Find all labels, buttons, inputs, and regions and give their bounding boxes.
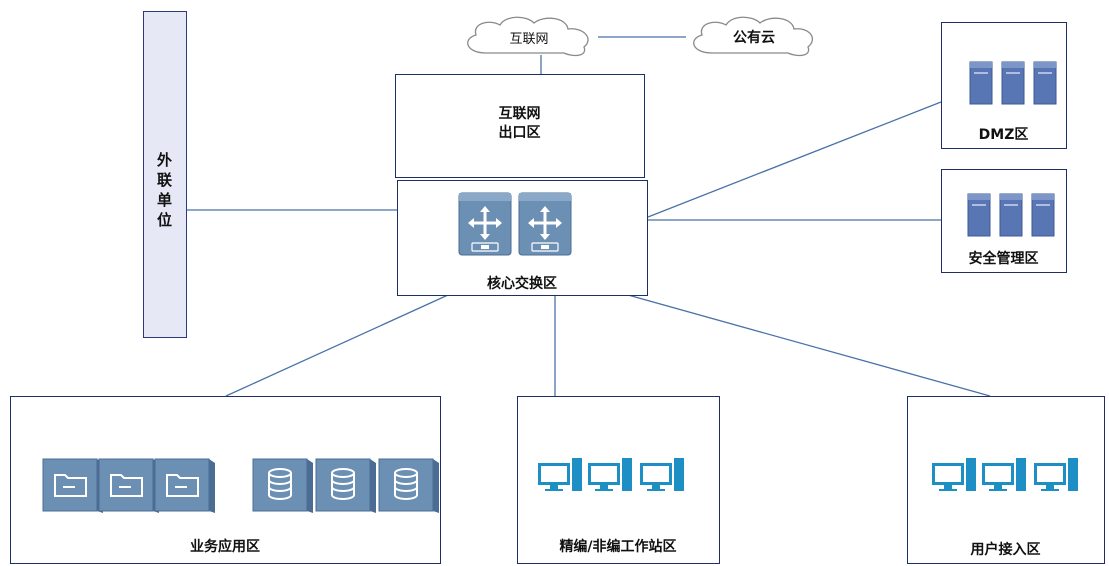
file-server-icon [41,455,105,517]
link-core-dmz [647,101,942,218]
rack-server-icon [968,58,1064,112]
link-core-business [225,294,449,397]
user-access-label: 用户接入区 [970,542,1041,558]
business-app-zone: 业务应用区 [10,396,441,564]
external-unit-zone: 外 联 单 位 [143,11,187,338]
rack-server-icon [966,190,1062,244]
core-switch-label: 核心交换区 [487,276,557,292]
security-mgmt-label: 安全管理区 [968,251,1039,267]
business-app-label: 业务应用区 [190,539,260,555]
internet-cloud: 互联网 [456,13,602,59]
editing-workstation-zone: 精编/非编工作站区 [517,396,720,564]
internet-exit-label: 互联网 出口区 [498,106,541,141]
dmz-zone: DMZ区 [941,22,1067,149]
external-unit-label: 外 联 单 位 [156,151,172,229]
cloud-icon [467,16,589,57]
internet-cloud-label: 互联网 [509,32,549,47]
dmz-label: DMZ区 [978,127,1029,143]
desktop-computer-icon [932,457,1096,497]
database-server-icon [251,455,315,517]
layer3-switch-icon [518,192,574,262]
link-core-user [627,294,991,397]
database-server-icon [377,455,441,517]
user-access-zone: 用户接入区 [907,396,1105,564]
file-server-icon [97,455,161,517]
internet-exit-zone: 互联网 出口区 [395,74,645,178]
security-mgmt-zone: 安全管理区 [941,169,1067,273]
cloud-icon [693,16,813,57]
public-cloud-label: 公有云 [733,30,775,46]
layer3-switch-icon [458,192,514,262]
editing-workstation-label: 精编/非编工作站区 [559,539,677,555]
database-server-icon [314,455,378,517]
desktop-computer-icon [538,457,702,497]
core-switch-zone: 核心交换区 [397,180,648,296]
public-cloud: 公有云 [684,13,824,59]
file-server-icon [153,455,217,517]
